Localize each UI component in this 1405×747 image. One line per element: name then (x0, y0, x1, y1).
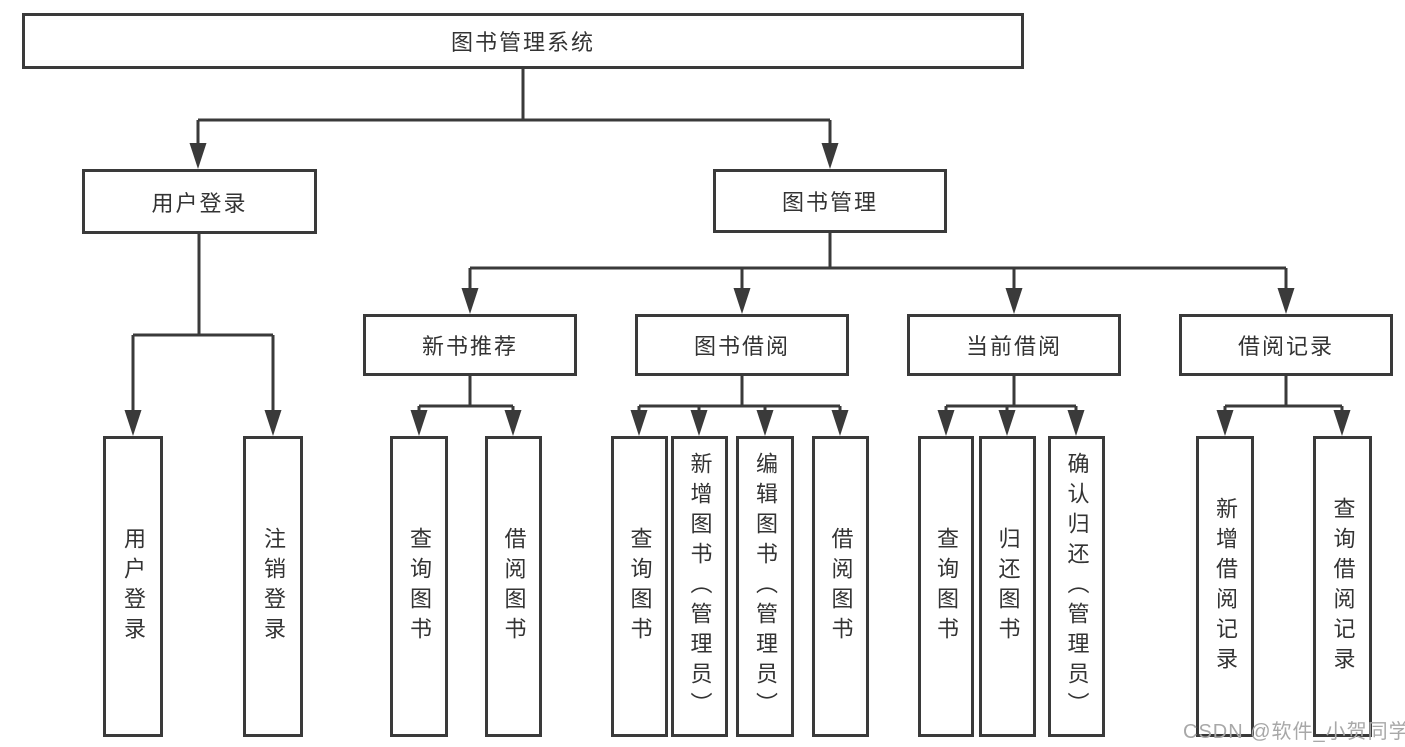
leaf-label: 借阅图书 (828, 526, 854, 647)
arrowhead-icon (189, 143, 207, 169)
leaf-label: 借阅图书 (501, 526, 527, 647)
connector-user-login-split (131, 234, 275, 414)
leaf-add-borrow-record: 新增借阅记录 (1196, 436, 1254, 737)
node-book-management: 图书管理 (713, 169, 947, 233)
leaf-label: 查询图书 (407, 526, 432, 647)
node-new-book-recommendation: 新书推荐 (363, 314, 577, 376)
connector-new-book-split (417, 376, 515, 414)
node-book-borrowing: 图书借阅 (635, 314, 849, 376)
leaf-query-books-current: 查询图书 (918, 436, 974, 737)
arrowhead-icon (630, 410, 648, 436)
node-borrow-records: 借阅记录 (1179, 314, 1393, 376)
leaf-label: 用户登录 (121, 526, 146, 647)
arrowhead-icon (1277, 288, 1295, 314)
watermark: CSDN @软件_小贺同学 (1183, 721, 1405, 743)
arrowhead-icon (831, 410, 849, 436)
leaf-label: 查询图书 (934, 526, 959, 647)
node-user-login: 用户登录 (82, 169, 317, 234)
arrowhead-icon (821, 143, 839, 169)
leaf-query-books-borrowing: 查询图书 (611, 436, 668, 737)
node-label: 借阅记录 (1237, 334, 1334, 359)
leaf-user-login: 用户登录 (103, 436, 163, 737)
leaf-label: 查询图书 (627, 526, 653, 647)
node-label: 图书借阅 (693, 334, 790, 359)
leaf-confirm-return-admin: 确认归还（管理员） (1048, 436, 1105, 737)
arrowhead-icon (756, 410, 774, 436)
arrowhead-icon (998, 410, 1016, 436)
arrowhead-icon (1333, 410, 1351, 436)
connector-current-borrowing-split (944, 376, 1078, 414)
leaf-label: 查询借阅记录 (1330, 496, 1356, 677)
connector-borrow-records-split (1223, 376, 1344, 414)
arrowhead-icon (124, 410, 142, 436)
leaf-borrow-books-borrowing: 借阅图书 (812, 436, 869, 737)
leaf-add-books-admin: 新增图书（管理员） (671, 436, 728, 737)
arrowhead-icon (1216, 410, 1234, 436)
node-library-management-system: 图书管理系统 (22, 13, 1024, 69)
node-label: 用户登录 (151, 190, 248, 216)
connector-book-borrowing-split (637, 376, 842, 414)
arrowhead-icon (1067, 410, 1085, 436)
node-label: 图书管理 (781, 190, 878, 215)
arrowhead-icon (410, 410, 428, 436)
arrowhead-icon (264, 410, 282, 436)
leaf-borrow-books-recommend: 借阅图书 (485, 436, 542, 737)
leaf-label: 注销登录 (261, 526, 286, 647)
leaf-label: 编辑图书（管理员） (753, 451, 778, 722)
arrowhead-icon (733, 288, 751, 314)
node-label: 当前借阅 (965, 334, 1062, 359)
arrowhead-icon (690, 410, 708, 436)
arrowhead-icon (504, 410, 522, 436)
leaf-logout-login: 注销登录 (243, 436, 303, 737)
arrowhead-icon (461, 288, 479, 314)
leaf-label: 新增图书（管理员） (687, 451, 713, 722)
arrowhead-icon (937, 410, 955, 436)
node-label: 新书推荐 (421, 334, 518, 359)
leaf-return-books: 归还图书 (979, 436, 1036, 737)
arrowhead-icon (1005, 288, 1023, 314)
leaf-label: 归还图书 (995, 526, 1021, 647)
leaf-query-borrow-record: 查询借阅记录 (1313, 436, 1372, 737)
leaf-label: 确认归还（管理员） (1064, 451, 1090, 722)
leaf-edit-books-admin: 编辑图书（管理员） (736, 436, 794, 737)
connector-book-management-split (468, 233, 1288, 292)
node-current-borrowing: 当前借阅 (907, 314, 1121, 376)
leaf-label: 新增借阅记录 (1213, 496, 1238, 677)
leaf-query-books-recommend: 查询图书 (390, 436, 448, 737)
node-label: 图书管理系统 (450, 30, 595, 55)
connector-root-split (196, 69, 832, 146)
